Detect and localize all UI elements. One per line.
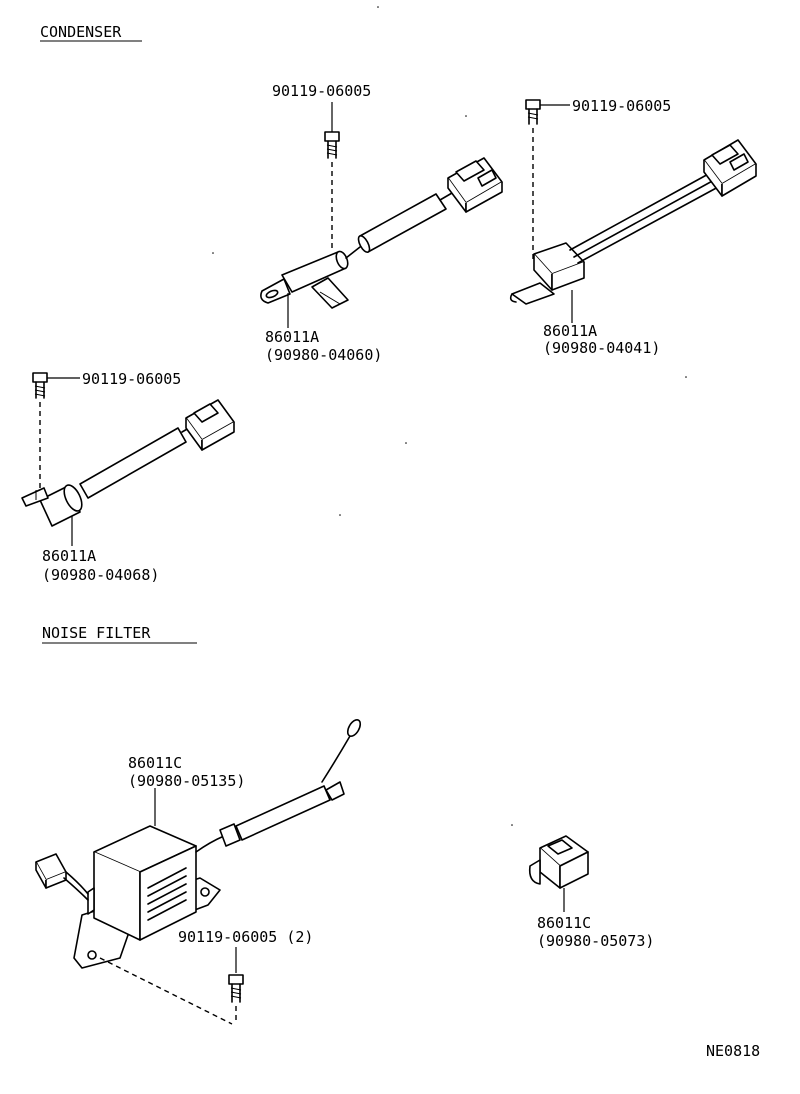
wire-icon [569,171,721,264]
condenser-1-part-label: 86011A [265,328,319,346]
condenser-3-sub-label: (90980-04068) [42,566,159,584]
bolt-icon [228,974,244,1003]
noise-filter-part-label: 86011C [128,754,182,772]
connector-icon [447,157,503,213]
wire-icon [345,192,453,259]
bolt-icon [32,372,48,399]
diagram-code: NE0818 [706,1042,760,1060]
noise-filter-assembly: 86011C (90980-05135) 90119-06005 (2) [35,719,362,1025]
bolt-icon [525,99,541,125]
noise-filter-connector-sub-label: (90980-05073) [537,932,654,950]
wire-icon [79,423,197,499]
bolt-icon [324,131,340,159]
condenser-1-assembly: 90119-06005 86011A (90980-04060) [260,82,503,364]
condenser-section-title: CONDENSER [40,23,142,42]
condenser-3-bolt-label: 90119-06005 [82,370,181,388]
noise-filter-body-icon [87,825,197,941]
condenser-1-sub-label: (90980-04060) [265,346,382,364]
condenser-2-part-label: 86011A [543,322,597,340]
connector-icon [185,399,235,451]
condenser-3-part-label: 86011A [42,547,96,565]
condenser-title-text: CONDENSER [40,23,122,41]
connector-icon [703,139,757,197]
noise-filter-title-text: NOISE FILTER [42,624,151,642]
connector-icon [35,853,89,901]
condenser-body-icon [260,250,349,309]
condenser-body-icon [509,242,585,305]
noise-filter-connector-assembly: 86011C (90980-05073) [528,835,654,950]
condenser-2-bolt-label: 90119-06005 [572,97,671,115]
condenser-1-bolt-label: 90119-06005 [272,82,371,100]
condenser-body-icon [21,484,83,527]
wire-icon [195,719,362,853]
connector-icon [528,835,589,889]
noise-filter-connector-part-label: 86011C [537,914,591,932]
condenser-3-assembly: 90119-06005 86011A (90980-04068) [21,370,235,584]
noise-filter-sub-label: (90980-05135) [128,772,245,790]
condenser-2-assembly: 90119-06005 86011A (90980-04041) [509,97,757,357]
scan-specks [212,6,687,826]
noise-filter-section-title: NOISE FILTER [42,624,197,644]
condenser-2-sub-label: (90980-04041) [543,339,660,357]
noise-filter-bolt-label: 90119-06005 (2) [178,928,313,946]
